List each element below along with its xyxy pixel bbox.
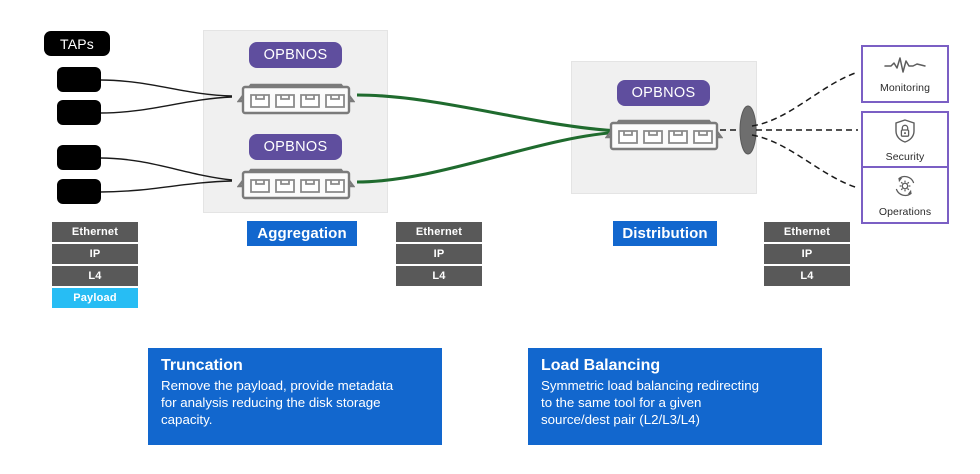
packet-layer-ethernet: Ethernet — [764, 222, 850, 242]
tool-label-security: Security — [885, 150, 925, 163]
tool-box-operations[interactable]: Operations — [861, 166, 949, 224]
tool-label-monitoring: Monitoring — [879, 81, 931, 94]
network-switch-icon-aggregation-2[interactable] — [237, 158, 355, 201]
tool-label-operations: Operations — [878, 205, 932, 218]
packet-layer-ethernet: Ethernet — [396, 222, 482, 242]
tap-port-2[interactable] — [57, 100, 101, 125]
packet-layer-l4: L4 — [764, 266, 850, 286]
packet-stack-after-truncation: Ethernet IP L4 — [396, 222, 482, 288]
packet-layer-ethernet: Ethernet — [52, 222, 138, 242]
zone-label-distribution: Distribution — [613, 221, 717, 246]
pulse-waveform-icon — [883, 55, 927, 80]
opbnos-badge-distribution: OPBNOS — [617, 80, 710, 106]
packet-layer-ip: IP — [52, 244, 138, 264]
gear-refresh-icon — [892, 173, 918, 204]
taps-title: TAPs — [44, 31, 110, 56]
zone-label-aggregation: Aggregation — [247, 221, 357, 246]
tap-port-3[interactable] — [57, 145, 101, 170]
callout-body-load-balancing: Symmetric load balancing redirecting to … — [541, 378, 760, 428]
callout-body-truncation: Remove the payload, provide metadata for… — [161, 378, 394, 428]
tap-port-4[interactable] — [57, 179, 101, 204]
packet-layer-l4: L4 — [52, 266, 138, 286]
shield-lock-icon — [893, 118, 917, 149]
tool-box-monitoring[interactable]: Monitoring — [861, 45, 949, 103]
packet-layer-ip: IP — [764, 244, 850, 264]
callout-truncation: Truncation Remove the payload, provide m… — [148, 348, 442, 445]
opbnos-badge-aggregation-2: OPBNOS — [249, 134, 342, 160]
callout-load-balancing: Load Balancing Symmetric load balancing … — [528, 348, 822, 445]
callout-title-truncation: Truncation — [161, 357, 243, 374]
packet-stack-egress: Ethernet IP L4 — [764, 222, 850, 288]
packet-layer-ip: IP — [396, 244, 482, 264]
packet-stack-ingress: Ethernet IP L4 Payload — [52, 222, 138, 310]
packet-layer-l4: L4 — [396, 266, 482, 286]
network-switch-icon-aggregation-1[interactable] — [237, 73, 355, 116]
network-switch-icon-distribution[interactable] — [605, 109, 723, 152]
tap-port-1[interactable] — [57, 67, 101, 92]
packet-layer-payload: Payload — [52, 288, 138, 308]
callout-title-load-balancing: Load Balancing — [541, 357, 661, 374]
tool-box-security[interactable]: Security — [861, 111, 949, 169]
opbnos-badge-aggregation-1: OPBNOS — [249, 42, 342, 68]
